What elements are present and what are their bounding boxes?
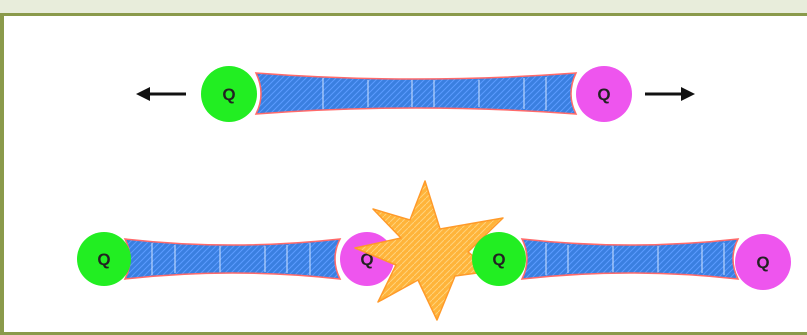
top-flux-tube xyxy=(256,73,576,114)
bottom-middle-quark-label: Q xyxy=(492,250,505,269)
top-flux-tube-group: Q Q xyxy=(136,66,695,122)
top-left-quark-label: Q xyxy=(222,85,235,104)
bottom-left-flux-tube xyxy=(125,239,340,279)
bottom-left-flux-tube-group: Q Q̄ xyxy=(77,232,394,286)
top-right-quark-label: Q xyxy=(597,85,610,104)
bottom-right-quark-label: Q xyxy=(756,253,769,272)
left-arrowhead xyxy=(136,87,150,101)
bottom-left-quark-label: Q xyxy=(97,250,110,269)
right-arrowhead xyxy=(681,87,695,101)
bottom-right-flux-tube-group: Q Q xyxy=(472,232,791,290)
bottom-right-flux-tube xyxy=(522,239,738,279)
